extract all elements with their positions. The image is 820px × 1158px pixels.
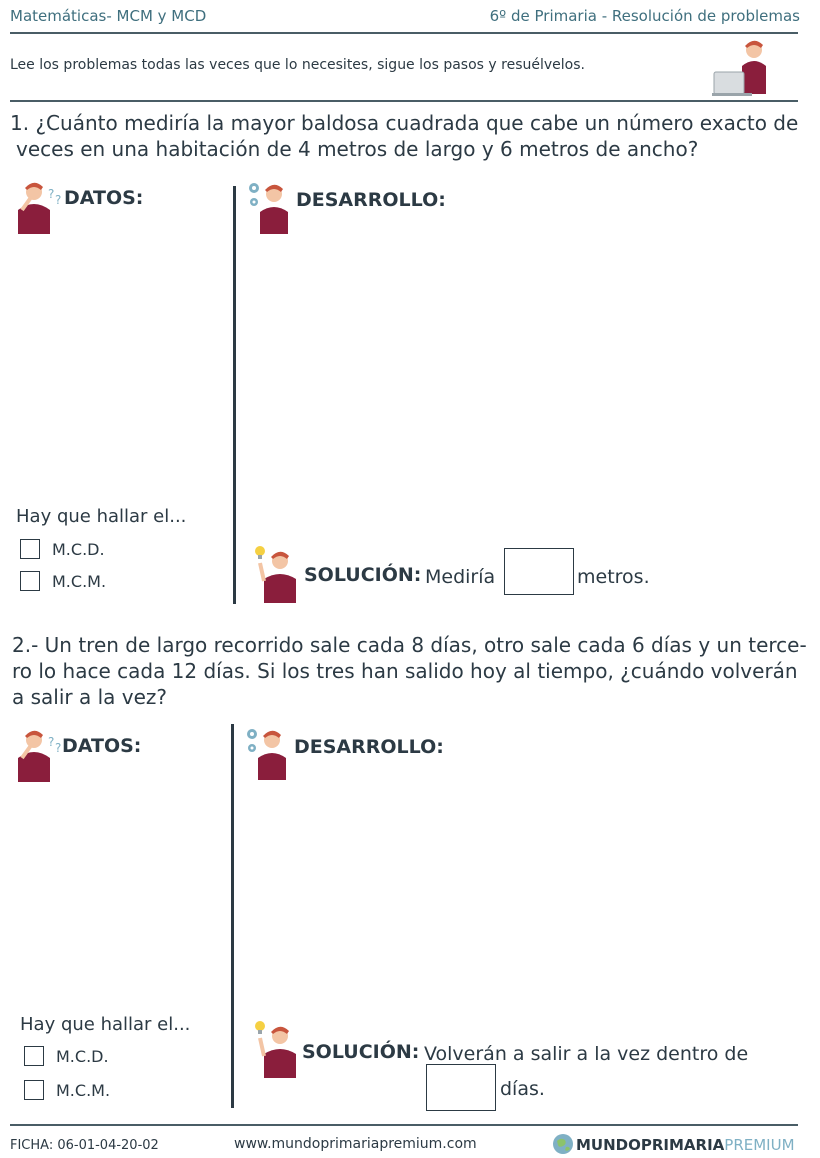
problem-2-hay-que-hallar: Hay que hallar el... [20, 1014, 191, 1035]
problem-1-desarrollo-label: DESARROLLO: [296, 189, 446, 211]
brand-premium: PREMIUM [724, 1136, 795, 1154]
intro-text: Lee los problemas todas las veces que lo… [10, 57, 585, 73]
mcm-checkbox[interactable] [24, 1080, 44, 1100]
intro-rule [10, 100, 798, 102]
problem-2-text-line-2: ro lo hace cada 12 días. Si los tres han… [12, 659, 798, 683]
mcm-checkbox[interactable] [20, 571, 40, 591]
problem-2-option-mcm[interactable]: M.C.M. [24, 1080, 110, 1100]
problem-1-datos-label: DATOS: [64, 187, 144, 209]
svg-text:?: ? [55, 741, 61, 755]
mcd-label: M.C.D. [52, 539, 105, 559]
problem-1-hay-que-hallar: Hay que hallar el... [16, 506, 187, 527]
problem-1-answer-box[interactable] [504, 548, 574, 595]
student-laptop-icon [712, 40, 766, 96]
lightbulb-boy-icon [255, 546, 296, 603]
problem-2-text-line-1: 2.- Un tren de largo recorrido sale cada… [12, 633, 807, 657]
problem-1-option-mcm[interactable]: M.C.M. [20, 571, 106, 591]
mcd-checkbox[interactable] [20, 539, 40, 559]
mcm-label: M.C.M. [56, 1080, 111, 1100]
problem-2-option-mcd[interactable]: M.C.D. [24, 1046, 109, 1066]
footer-rule [10, 1124, 798, 1126]
problem-1-text-line-1: 1. ¿Cuánto mediría la mayor baldosa cuad… [10, 111, 799, 135]
problem-1-solution-label: SOLUCIÓN: [304, 564, 422, 586]
problem-1-option-mcd[interactable]: M.C.D. [20, 539, 105, 559]
footer-website-link[interactable]: www.mundoprimariapremium.com [234, 1136, 477, 1152]
problem-2-text-line-3: a salir a la vez? [12, 685, 168, 709]
problem-1-solution-text-after: metros. [577, 566, 650, 588]
thinking-boy-icon: ? ? [18, 730, 61, 782]
brand-mundo: MUNDO [576, 1136, 641, 1154]
problem-2-solution-text-before: Volverán a salir a la vez dentro de [424, 1043, 749, 1065]
problem-1-text-line-2: veces en una habitación de 4 metros de l… [16, 137, 699, 161]
header-rule [10, 32, 798, 34]
header-subject: Matemáticas- MCM y MCD [10, 7, 207, 25]
gear-boy-icon [249, 183, 288, 234]
problem-2-desarrollo-label: DESARROLLO: [294, 736, 444, 758]
problem-2-datos-label: DATOS: [62, 735, 142, 757]
svg-text:?: ? [48, 187, 54, 201]
brand-logo: MUNDO PRIMARIA PREMIUM [576, 1136, 795, 1154]
problem-2-solution-text-after: días. [500, 1078, 545, 1100]
lightbulb-boy-icon [255, 1021, 296, 1078]
problem-1-solution-text-before: Mediría [425, 566, 496, 588]
globe-logo-icon [553, 1134, 573, 1154]
svg-text:?: ? [55, 193, 61, 207]
header-level: 6º de Primaria - Resolución de problemas [489, 7, 800, 25]
mcd-label: M.C.D. [56, 1046, 109, 1066]
mcm-label: M.C.M. [52, 571, 107, 591]
mcd-checkbox[interactable] [24, 1046, 44, 1066]
problem-1-divider [233, 186, 236, 604]
svg-text:?: ? [48, 735, 54, 749]
brand-primaria: PRIMARIA [640, 1136, 725, 1154]
problem-2-answer-box[interactable] [426, 1064, 496, 1111]
thinking-boy-icon: ? ? [18, 182, 61, 234]
footer-ficha-code: FICHA: 06-01-04-20-02 [10, 1138, 159, 1153]
problem-2-divider [231, 724, 234, 1108]
gear-boy-icon [247, 729, 286, 780]
problem-2-solution-label: SOLUCIÓN: [302, 1041, 420, 1063]
